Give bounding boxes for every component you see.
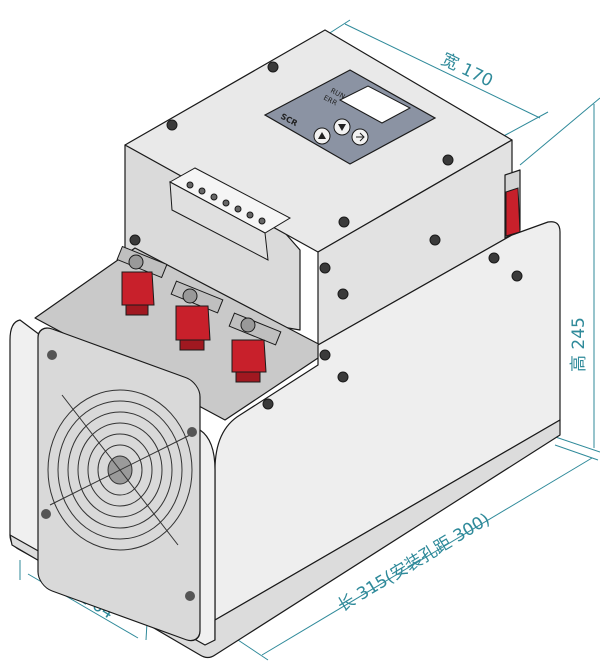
screw-side-8 [262, 398, 274, 410]
screw-side-1 [429, 234, 441, 246]
screw-side-4 [337, 288, 349, 300]
cooling-fan [37, 327, 201, 642]
led-display [338, 85, 412, 124]
chassis-bottom [9, 419, 561, 659]
screw-side-7 [337, 371, 349, 383]
fan-screw-4 [185, 591, 195, 601]
terminal-4 [505, 187, 521, 237]
screw-top-1 [267, 61, 279, 73]
screw-top-4 [338, 216, 350, 228]
screw-side-2 [488, 252, 500, 264]
screw-top-2 [166, 119, 178, 131]
up-arrow-icon [318, 132, 326, 139]
width-dimension-label: 宽 170 [438, 50, 496, 92]
display-panel: RUN ERR SCR [263, 69, 437, 165]
screw-side-6 [319, 349, 331, 361]
screw-back-1 [129, 234, 141, 246]
screws [129, 61, 523, 410]
fan-screw-2 [187, 427, 197, 437]
screw-side-5 [511, 270, 523, 282]
height-dimension-label: 高 245 [569, 317, 589, 372]
terminal-1 [121, 271, 155, 306]
control-terminal-block [168, 167, 292, 261]
fan-screw-3 [41, 509, 51, 519]
fan-screw-1 [47, 350, 57, 360]
terminal-3 [231, 339, 267, 373]
enter-arrow-icon [356, 132, 365, 142]
fan-guard [47, 389, 193, 551]
terminal-2 [175, 305, 211, 341]
screw-top-3 [442, 154, 454, 166]
power-terminals [116, 187, 521, 383]
screw-side-3 [319, 262, 331, 274]
down-arrow-icon [338, 124, 346, 131]
